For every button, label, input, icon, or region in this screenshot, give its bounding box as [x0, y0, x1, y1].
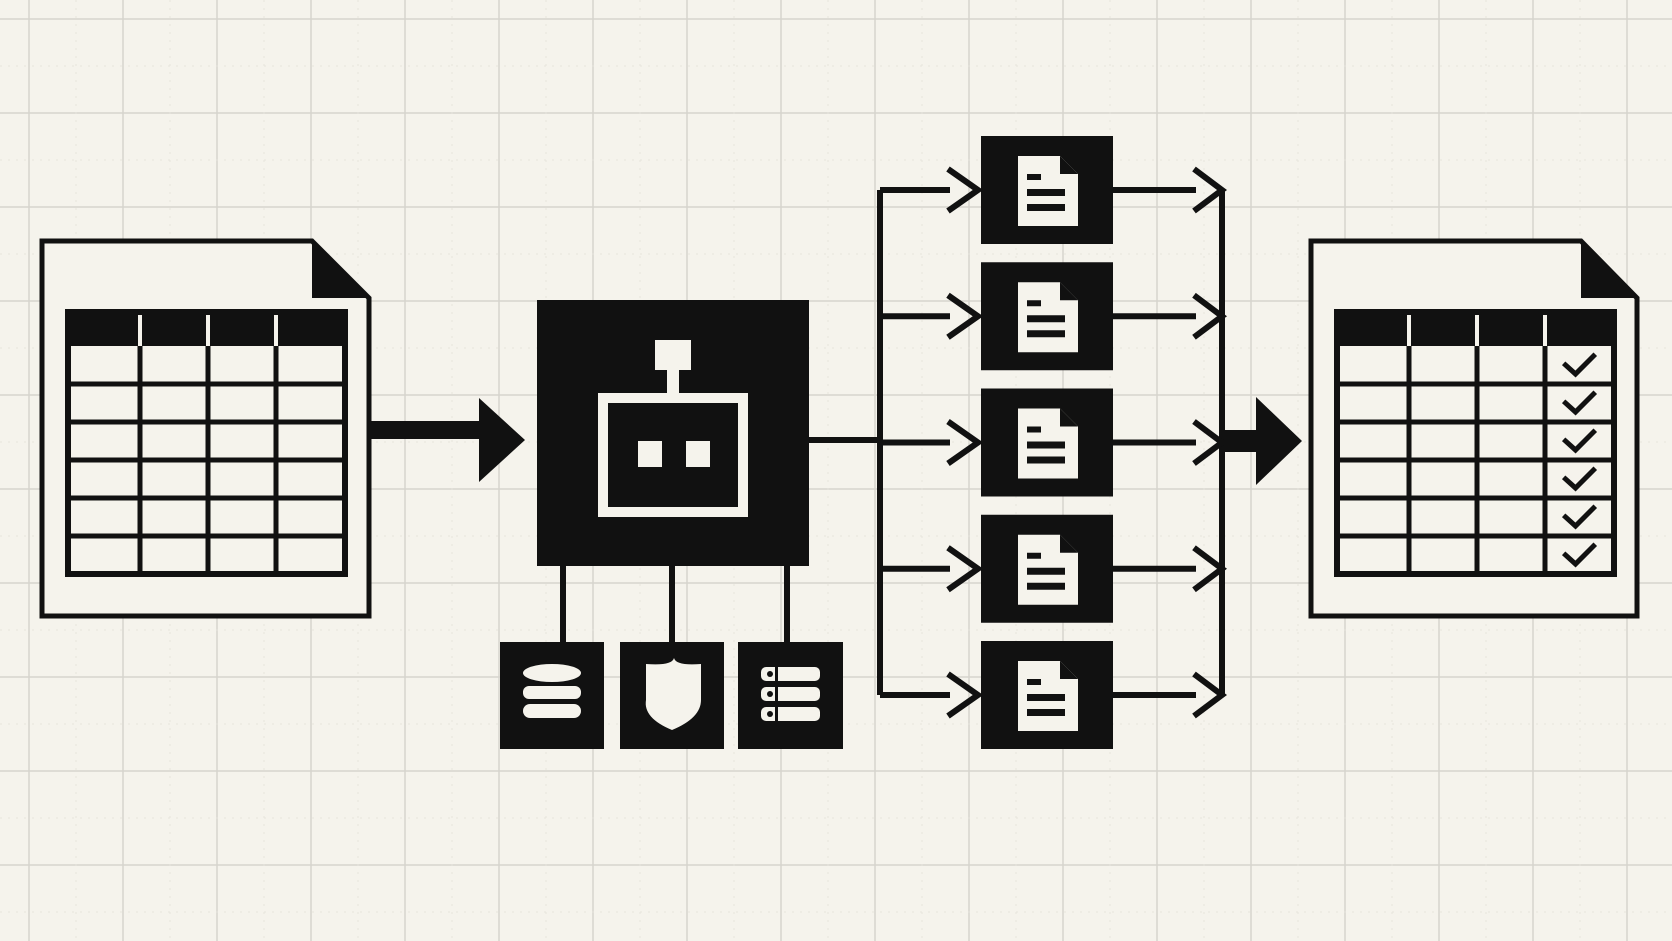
tool-database	[500, 642, 604, 749]
checkmark-icon	[1561, 352, 1598, 378]
arrow-head	[1192, 166, 1227, 214]
arrow-head	[946, 671, 984, 719]
arrow-head	[1192, 292, 1227, 340]
input-table	[65, 309, 348, 577]
arrow-head	[1192, 545, 1227, 593]
database-icon	[523, 664, 581, 718]
arrow-head	[946, 166, 984, 214]
checkmark-icon	[1561, 390, 1598, 416]
arrow-to-result	[1224, 397, 1302, 485]
tool-security	[620, 642, 724, 749]
agent-box	[537, 300, 809, 566]
result-spreadsheet-file-icon	[1308, 238, 1640, 619]
arrow-input-to-agent	[369, 398, 525, 482]
checkmark-icon	[1561, 542, 1598, 568]
tool-list	[738, 642, 843, 749]
robot-icon	[598, 340, 748, 517]
arrow-head	[1192, 671, 1227, 719]
tool-connectors	[560, 566, 790, 644]
arrow-head	[946, 292, 984, 340]
input-spreadsheet-file-icon	[39, 238, 372, 619]
checkmark-icon	[1561, 428, 1598, 454]
arrow-head	[946, 545, 984, 593]
checkmark-icon	[1561, 504, 1598, 530]
checkmark-icon	[1561, 466, 1598, 492]
arrow-head	[946, 419, 984, 466]
arrow-head	[1192, 419, 1227, 466]
result-table	[1334, 309, 1617, 577]
parallel-documents	[880, 136, 1227, 749]
shield-icon	[645, 658, 701, 730]
